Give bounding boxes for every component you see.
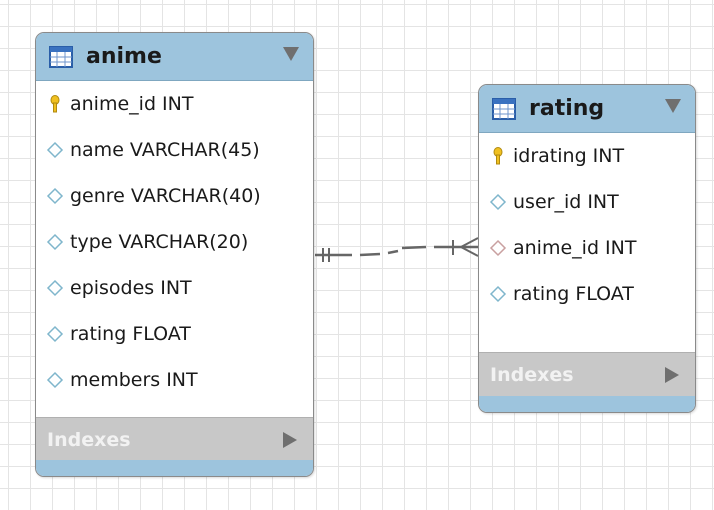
column-row[interactable]: genre VARCHAR(40) [36, 173, 313, 219]
diamond-icon [46, 141, 64, 159]
column-label: idrating INT [513, 145, 625, 167]
table-grid-icon [492, 97, 516, 120]
triangle-right-icon[interactable] [283, 432, 297, 448]
column-row[interactable]: idrating INT [479, 133, 695, 179]
column-label: members INT [70, 369, 198, 391]
column-row[interactable]: anime_id INT [36, 81, 313, 127]
diamond-icon [46, 279, 64, 297]
diamond-icon [46, 325, 64, 343]
indexes-label: Indexes [490, 364, 574, 386]
diamond-icon [489, 285, 507, 303]
column-list: anime_id INT name VARCHAR(45) genre VARC… [36, 81, 313, 403]
column-label: rating FLOAT [70, 323, 191, 345]
diamond-icon [46, 371, 64, 389]
table-title: anime [86, 44, 162, 69]
column-row[interactable]: user_id INT [479, 179, 695, 225]
indexes-label: Indexes [47, 429, 131, 451]
column-label: user_id INT [513, 191, 619, 213]
table-header[interactable]: rating [479, 85, 695, 133]
table-footer-bar [36, 460, 313, 476]
table-title: rating [529, 96, 605, 121]
indexes-section[interactable]: Indexes [479, 352, 695, 397]
column-row[interactable]: episodes INT [36, 265, 313, 311]
table-grid-icon [49, 45, 73, 68]
column-label: anime_id INT [70, 93, 194, 115]
triangle-right-icon[interactable] [665, 367, 679, 383]
column-row[interactable]: anime_id INT [479, 225, 695, 271]
key-icon [493, 147, 503, 165]
column-label: name VARCHAR(45) [70, 139, 260, 161]
table-rating[interactable]: rating idrating INT user_id INT anime_id… [478, 84, 696, 413]
column-label: genre VARCHAR(40) [70, 185, 261, 207]
column-row[interactable]: members INT [36, 357, 313, 403]
table-header[interactable]: anime [36, 33, 313, 81]
table-anime[interactable]: anime anime_id INT name VARCHAR(45) genr… [35, 32, 314, 477]
triangle-down-icon[interactable] [283, 47, 299, 61]
table-footer-bar [479, 396, 695, 412]
column-label: rating FLOAT [513, 283, 634, 305]
triangle-down-icon[interactable] [665, 99, 681, 113]
column-row[interactable]: rating FLOAT [479, 271, 695, 317]
one-cardinality-marker [322, 248, 330, 262]
diamond-icon [489, 193, 507, 211]
column-label: anime_id INT [513, 237, 637, 259]
column-row[interactable]: name VARCHAR(45) [36, 127, 313, 173]
many-cardinality-marker [452, 237, 479, 257]
column-label: episodes INT [70, 277, 192, 299]
column-list: idrating INT user_id INT anime_id INT ra… [479, 133, 695, 317]
diamond-icon [46, 187, 64, 205]
key-icon [50, 95, 60, 113]
column-row[interactable]: rating FLOAT [36, 311, 313, 357]
diamond-icon [46, 233, 64, 251]
indexes-section[interactable]: Indexes [36, 417, 313, 462]
column-row[interactable]: type VARCHAR(20) [36, 219, 313, 265]
column-label: type VARCHAR(20) [70, 231, 249, 253]
foreign-key-diamond-icon [489, 239, 507, 257]
